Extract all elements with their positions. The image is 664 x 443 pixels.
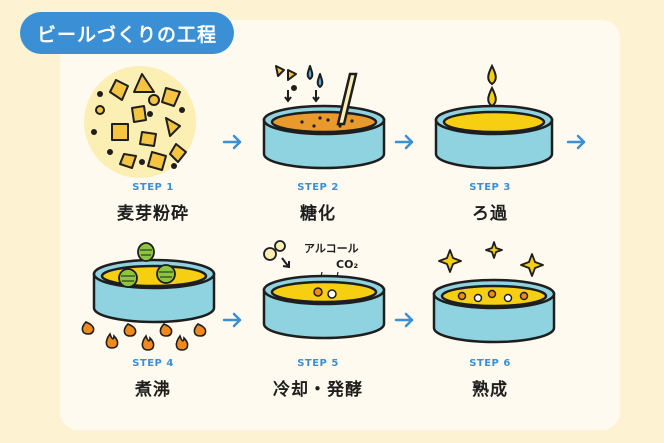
step-1-name: 麦芽粉砕: [117, 204, 189, 224]
arrow-right-icon: [566, 134, 586, 150]
co2-label: CO₂: [336, 258, 359, 271]
step-2-label: STEP 2: [297, 182, 339, 193]
malt-grains-icon: [84, 66, 196, 178]
arrow-right-icon: [394, 312, 414, 328]
arrow-right-icon: [222, 134, 242, 150]
step-2-name: 糖化: [300, 204, 336, 224]
mature-pot-icon: [432, 241, 556, 344]
arrow-right-icon: [222, 312, 242, 328]
step-1-label: STEP 1: [132, 182, 174, 193]
ferment-pot-icon: [262, 240, 386, 340]
arrow-right-icon: [394, 134, 414, 150]
alcohol-label: アルコール: [304, 242, 359, 255]
hop-icon: [118, 242, 176, 288]
step-6-name: 熟成: [472, 380, 508, 400]
step-3-name: ろ過: [472, 204, 508, 224]
boil-pot-icon: [81, 242, 216, 351]
page-title: ビールづくりの工程: [20, 12, 234, 54]
step-4-label: STEP 4: [132, 358, 174, 369]
mash-pot-icon: [262, 65, 386, 170]
filter-pot-icon: [434, 63, 554, 170]
step-6-label: STEP 6: [469, 358, 511, 369]
step-5-name: 冷却・発酵: [273, 380, 363, 400]
step-5-label: STEP 5: [297, 358, 339, 369]
step-3-label: STEP 3: [469, 182, 511, 193]
step-4-name: 煮沸: [135, 380, 171, 400]
sparkle-icon: [438, 241, 544, 277]
